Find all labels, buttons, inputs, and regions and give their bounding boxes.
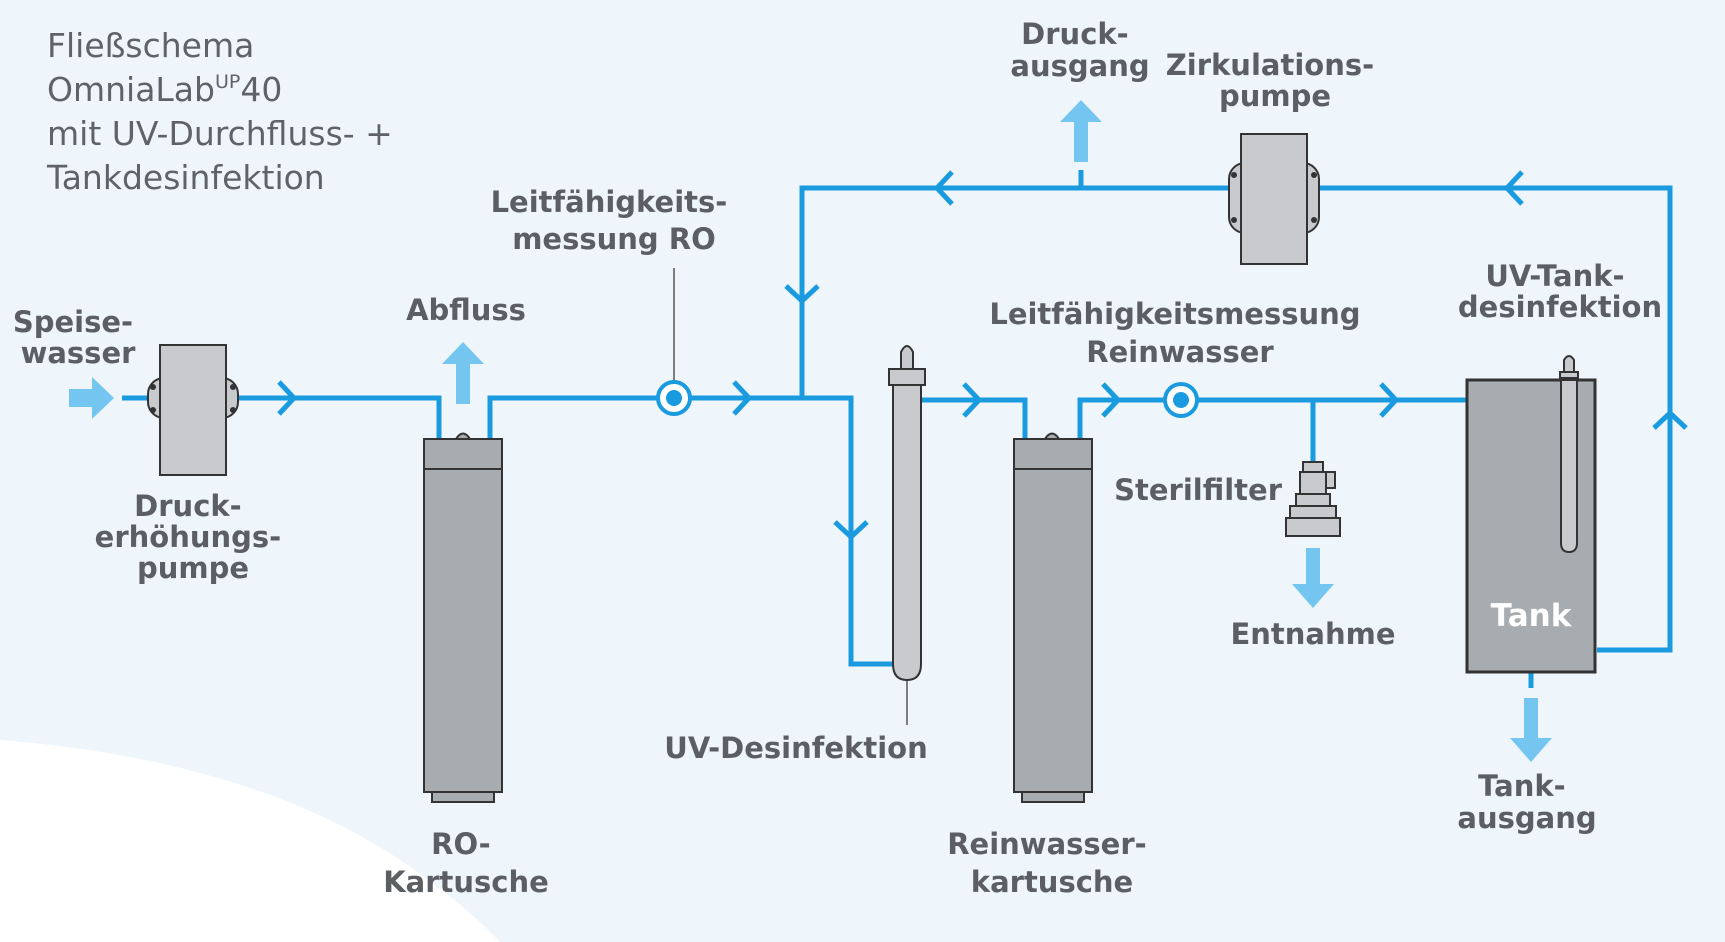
- label-uv-tankdesinfektion: UV-Tank- desinfektion: [1458, 259, 1662, 324]
- label-uv-desinfektion: UV-Desinfektion: [664, 731, 927, 765]
- leitfaehigkeit-ro-sensor: [656, 268, 692, 416]
- chevron-right-1: [277, 380, 298, 416]
- speisewasser-arrow: [69, 377, 114, 419]
- pipes: [122, 170, 1673, 688]
- sterilfilter: [1285, 461, 1341, 537]
- pipe-pump-to-ro: [236, 395, 442, 440]
- label-tankausgang: Tank- ausgang: [1457, 769, 1596, 835]
- label-ro-kartusche: RO- Kartusche: [383, 827, 549, 899]
- druckerhoehungspumpe: [147, 344, 239, 476]
- label-druckausgang: Druck- ausgang: [1010, 17, 1149, 83]
- ro-kartusche: [423, 432, 503, 803]
- pipe-uv-to-reinwasser: [920, 397, 1028, 440]
- label-tank: Tank: [1491, 598, 1573, 634]
- background-wave: [0, 740, 500, 942]
- pipe-recirc-right: [1317, 185, 1673, 653]
- leitfaehigkeit-reinwasser-sensor: [1163, 382, 1199, 418]
- diagram-title: Fließschema OmniaLabUP40 mit UV-Durchflu…: [46, 26, 393, 197]
- chevron-down-1: [784, 284, 820, 305]
- label-zirkulationspumpe: Zirkulations- pumpe: [1166, 48, 1385, 113]
- label-leitfaehigkeit-ro: Leitfähigkeits- messung RO: [491, 185, 738, 256]
- druckausgang-arrow: [1060, 100, 1102, 162]
- flow-direction-chevrons: [277, 170, 1688, 541]
- pipe-recirc-left: [799, 185, 1231, 398]
- chevron-right-3: [962, 382, 983, 418]
- label-leitfaehigkeit-reinwasser: Leitfähigkeitsmessung Reinwasser: [989, 297, 1370, 369]
- tankausgang-arrow: [1510, 698, 1552, 762]
- zirkulationspumpe: [1228, 133, 1320, 265]
- chevron-right-4: [1101, 382, 1122, 418]
- entnahme-arrow: [1292, 548, 1334, 608]
- label-abfluss: Abfluss: [406, 293, 526, 327]
- title-line-3: mit UV-Durchfluss- +: [47, 114, 393, 153]
- title-line-2: OmniaLabUP40: [47, 70, 282, 109]
- label-sterilfilter: Sterilfilter: [1114, 473, 1283, 507]
- chevron-right-2: [732, 380, 753, 416]
- label-reinwasserkartusche: Reinwasser- kartusche: [947, 827, 1157, 899]
- label-entnahme: Entnahme: [1230, 617, 1395, 651]
- tank: [1465, 355, 1597, 674]
- outflow-arrows: [69, 100, 1552, 762]
- chevron-left-2: [1503, 170, 1524, 206]
- label-druckerhoehungspumpe: Druck- erhöhungs- pumpe: [95, 489, 292, 585]
- pipe-ro-to-uv: [487, 395, 894, 667]
- title-line-1: Fließschema: [47, 26, 254, 65]
- labels: Speise- wasser Druck- erhöhungs- pumpe A…: [13, 17, 1662, 899]
- chevron-left-1: [933, 170, 954, 206]
- chevron-down-2: [833, 520, 869, 541]
- label-speisewasser: Speise- wasser: [13, 305, 143, 370]
- chevron-up-1: [1652, 409, 1688, 430]
- uv-durchfluss-lampe: [888, 345, 926, 725]
- pipe-reinwasser-to-tank: [1077, 397, 1467, 440]
- chevron-right-5: [1379, 382, 1400, 418]
- reinwasserkartusche: [1013, 432, 1093, 803]
- abfluss-arrow: [442, 342, 484, 404]
- title-line-4: Tankdesinfektion: [46, 158, 325, 197]
